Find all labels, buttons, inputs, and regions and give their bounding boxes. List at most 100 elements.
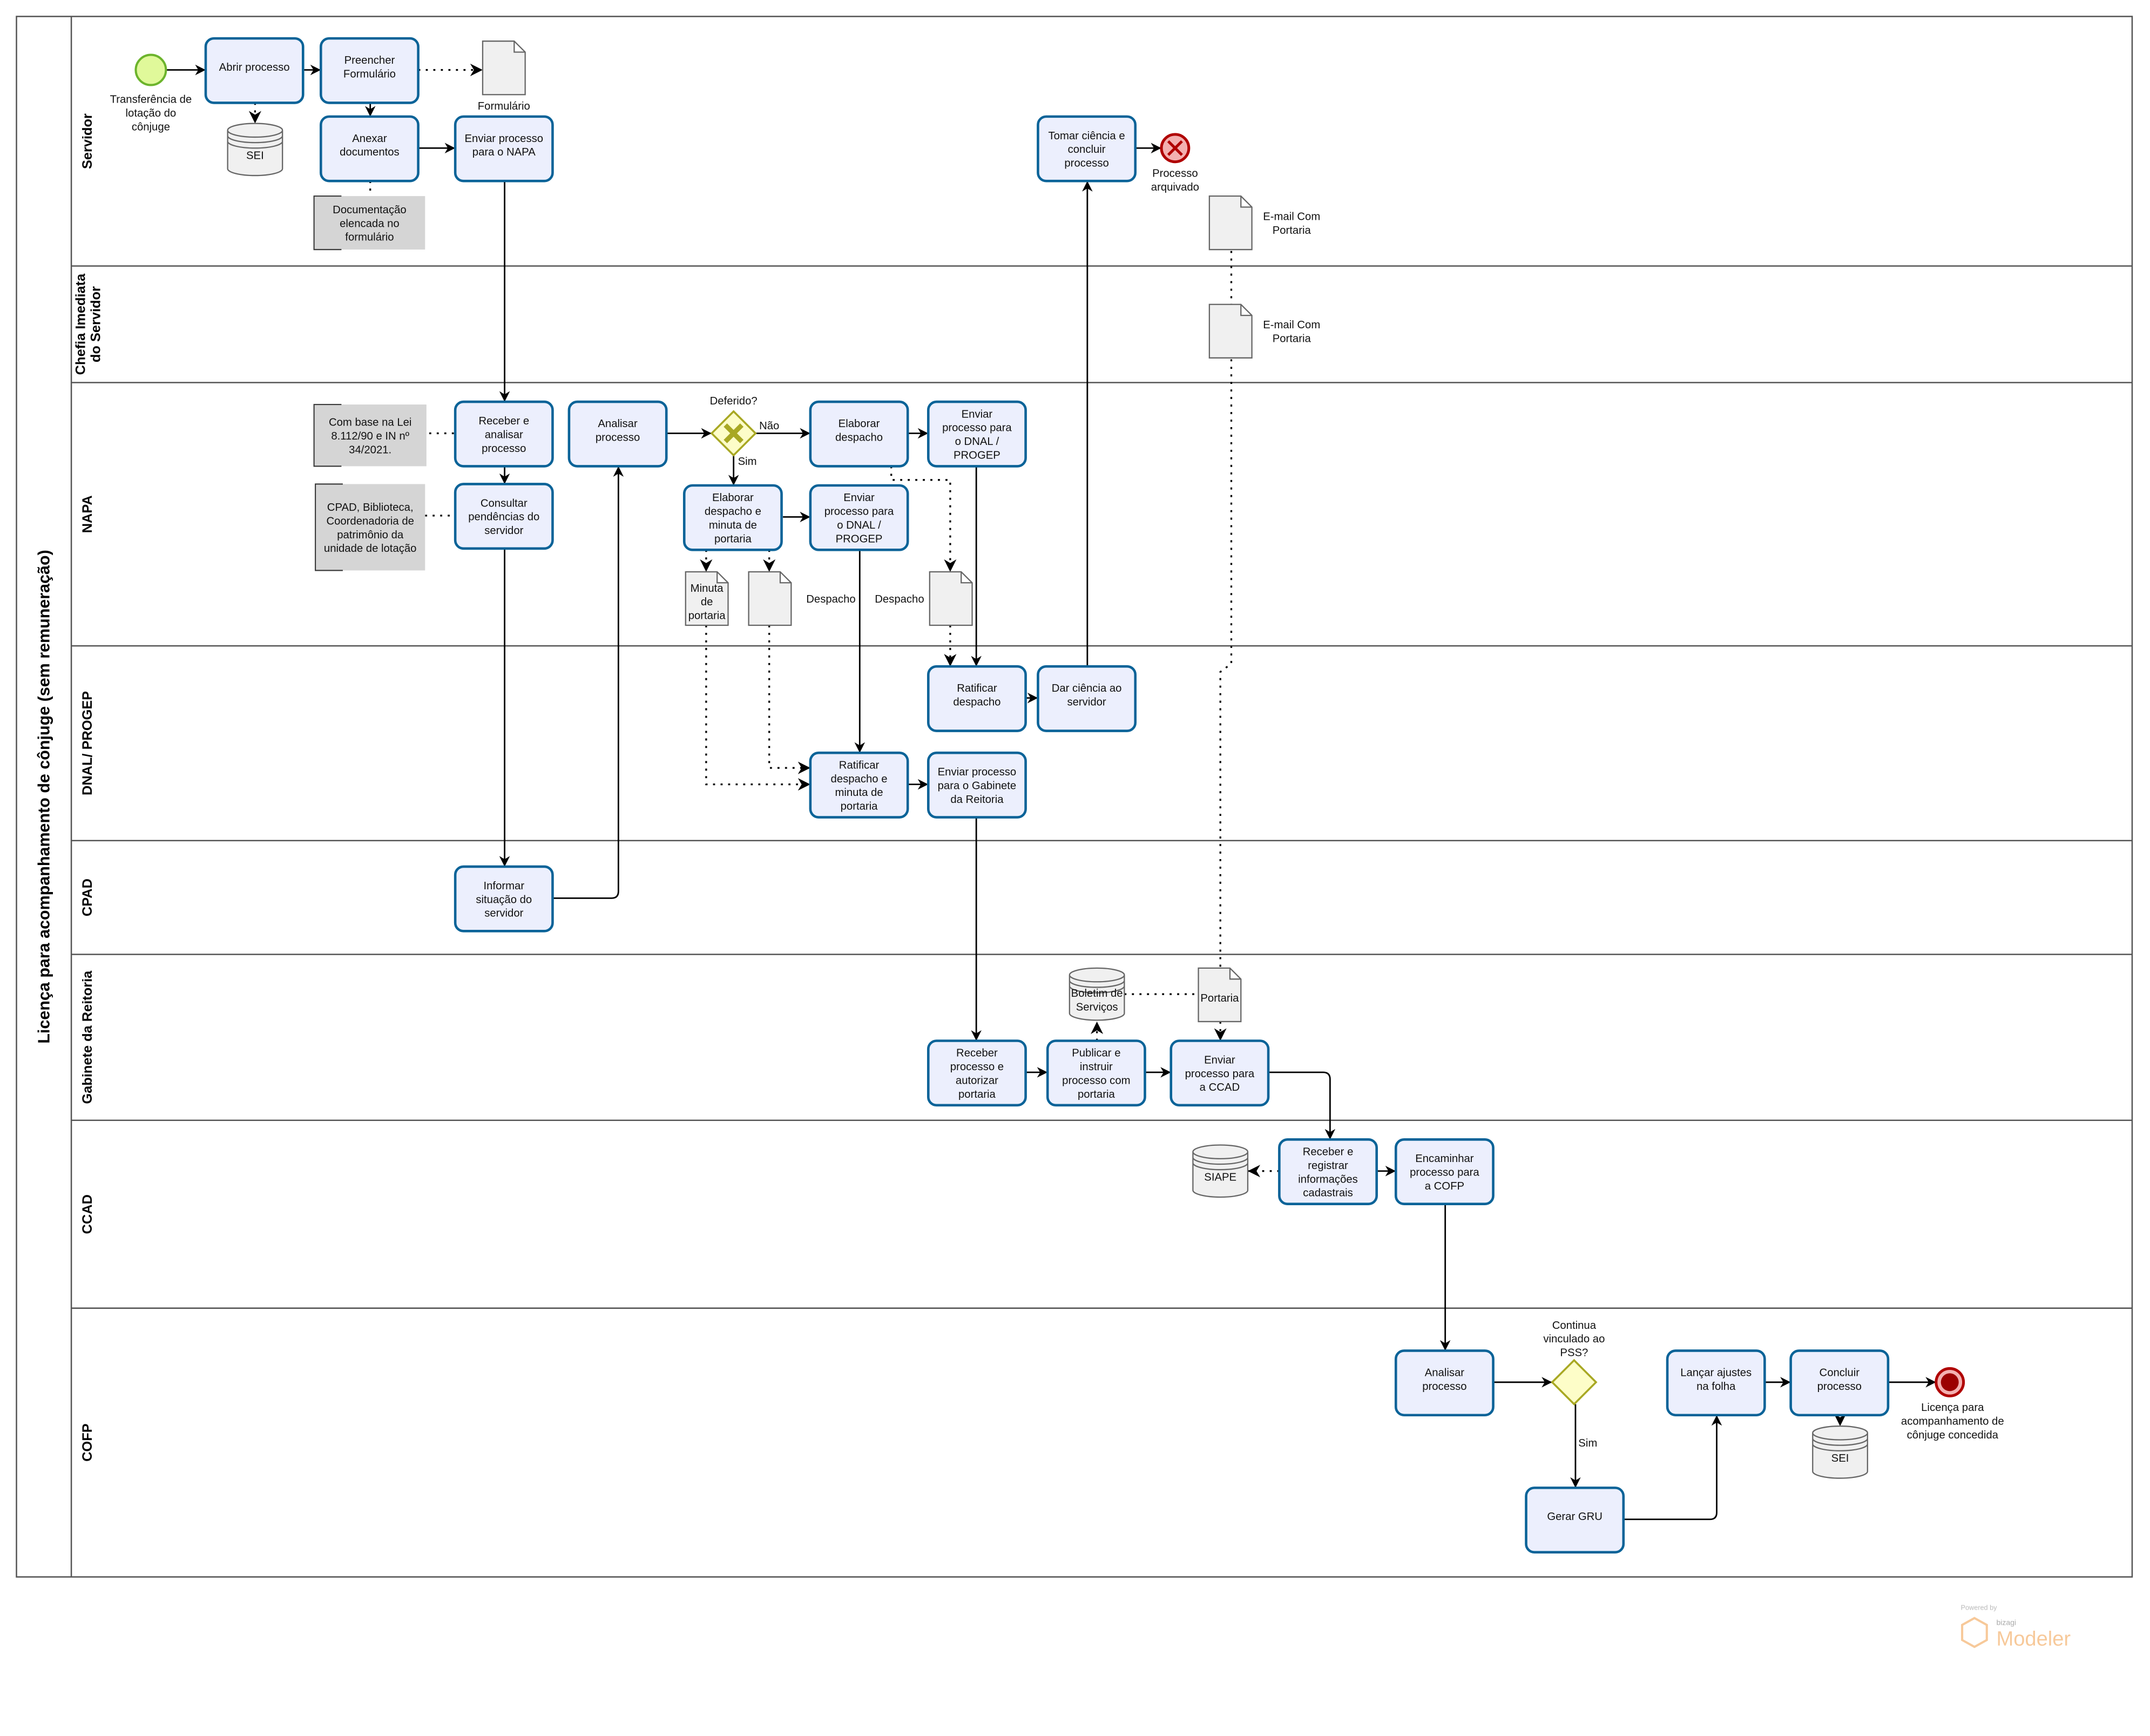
- document-icon[interactable]: [685, 571, 729, 626]
- task-t26[interactable]: Gerar GRU: [1525, 1487, 1625, 1553]
- task-box[interactable]: [567, 400, 668, 468]
- sequence-flow[interactable]: [1623, 1415, 1722, 1521]
- task-box[interactable]: [1278, 1138, 1378, 1205]
- task-box[interactable]: [809, 484, 909, 551]
- data-object-d1[interactable]: Formulário: [478, 40, 530, 112]
- gateway-diamond[interactable]: [1551, 1359, 1598, 1406]
- task-box[interactable]: [1037, 665, 1137, 732]
- sequence-flow[interactable]: [552, 466, 624, 899]
- task-box[interactable]: [809, 400, 909, 468]
- task-box[interactable]: [454, 115, 554, 183]
- lane-4: CPAD: [71, 840, 2132, 916]
- data-object-d7[interactable]: Portaria: [1198, 967, 1242, 1023]
- data-object-d5[interactable]: Despacho: [748, 571, 856, 626]
- database-icon[interactable]: [227, 123, 283, 177]
- document-icon[interactable]: [1198, 967, 1242, 1023]
- task-box[interactable]: [204, 37, 305, 104]
- start-event-icon[interactable]: [134, 53, 167, 86]
- pool: [16, 16, 2133, 1578]
- task-box[interactable]: [1037, 115, 1137, 183]
- database-icon[interactable]: [1069, 967, 1125, 1021]
- task-box[interactable]: [454, 483, 554, 550]
- lane-label: COFP: [80, 1423, 95, 1462]
- task-box[interactable]: [927, 400, 1027, 468]
- task-box[interactable]: [1046, 1039, 1146, 1107]
- document-label: Despacho: [875, 593, 924, 605]
- task-box[interactable]: [1394, 1138, 1495, 1205]
- task-box[interactable]: [454, 865, 554, 933]
- data-store-s1[interactable]: SEI: [227, 123, 283, 177]
- task-box[interactable]: [809, 751, 909, 819]
- database-icon[interactable]: [1812, 1425, 1868, 1479]
- data-object-d6[interactable]: Despacho: [875, 571, 973, 626]
- task-box[interactable]: [1169, 1039, 1270, 1107]
- sequence-flow[interactable]: [1268, 1071, 1336, 1140]
- data-store-s2[interactable]: SIAPE: [1192, 1144, 1249, 1198]
- task-label: Abrir processo: [219, 62, 290, 73]
- task-box[interactable]: [927, 665, 1027, 732]
- gateway-g1[interactable]: Deferido?: [710, 395, 758, 457]
- document-icon[interactable]: [1208, 303, 1253, 359]
- task-box[interactable]: [1789, 1349, 1890, 1417]
- task-box[interactable]: [1666, 1349, 1766, 1417]
- task-box[interactable]: [682, 484, 783, 551]
- task-box[interactable]: [319, 37, 420, 104]
- task-box[interactable]: [927, 751, 1027, 819]
- flow-label-sim2: Sim: [1578, 1437, 1597, 1449]
- document-icon[interactable]: [929, 571, 973, 626]
- task-box[interactable]: [927, 1039, 1027, 1107]
- document-icon[interactable]: [748, 571, 792, 626]
- task-box[interactable]: [319, 115, 420, 183]
- data-store-s4[interactable]: SEI: [1812, 1425, 1868, 1479]
- flow-label-sim1: Sim: [738, 456, 757, 468]
- task-box[interactable]: [1394, 1349, 1495, 1417]
- task-t1[interactable]: Abrir processo: [204, 37, 305, 104]
- document-icon[interactable]: [482, 40, 526, 96]
- bizagi-modeler-logo: Powered by bizagi Modeler: [1961, 1604, 2071, 1650]
- database-icon[interactable]: [1192, 1144, 1249, 1198]
- task-box[interactable]: [1525, 1487, 1625, 1553]
- task-box[interactable]: [454, 400, 554, 468]
- lane-label: CCAD: [80, 1194, 95, 1234]
- document-icon[interactable]: [1208, 195, 1253, 251]
